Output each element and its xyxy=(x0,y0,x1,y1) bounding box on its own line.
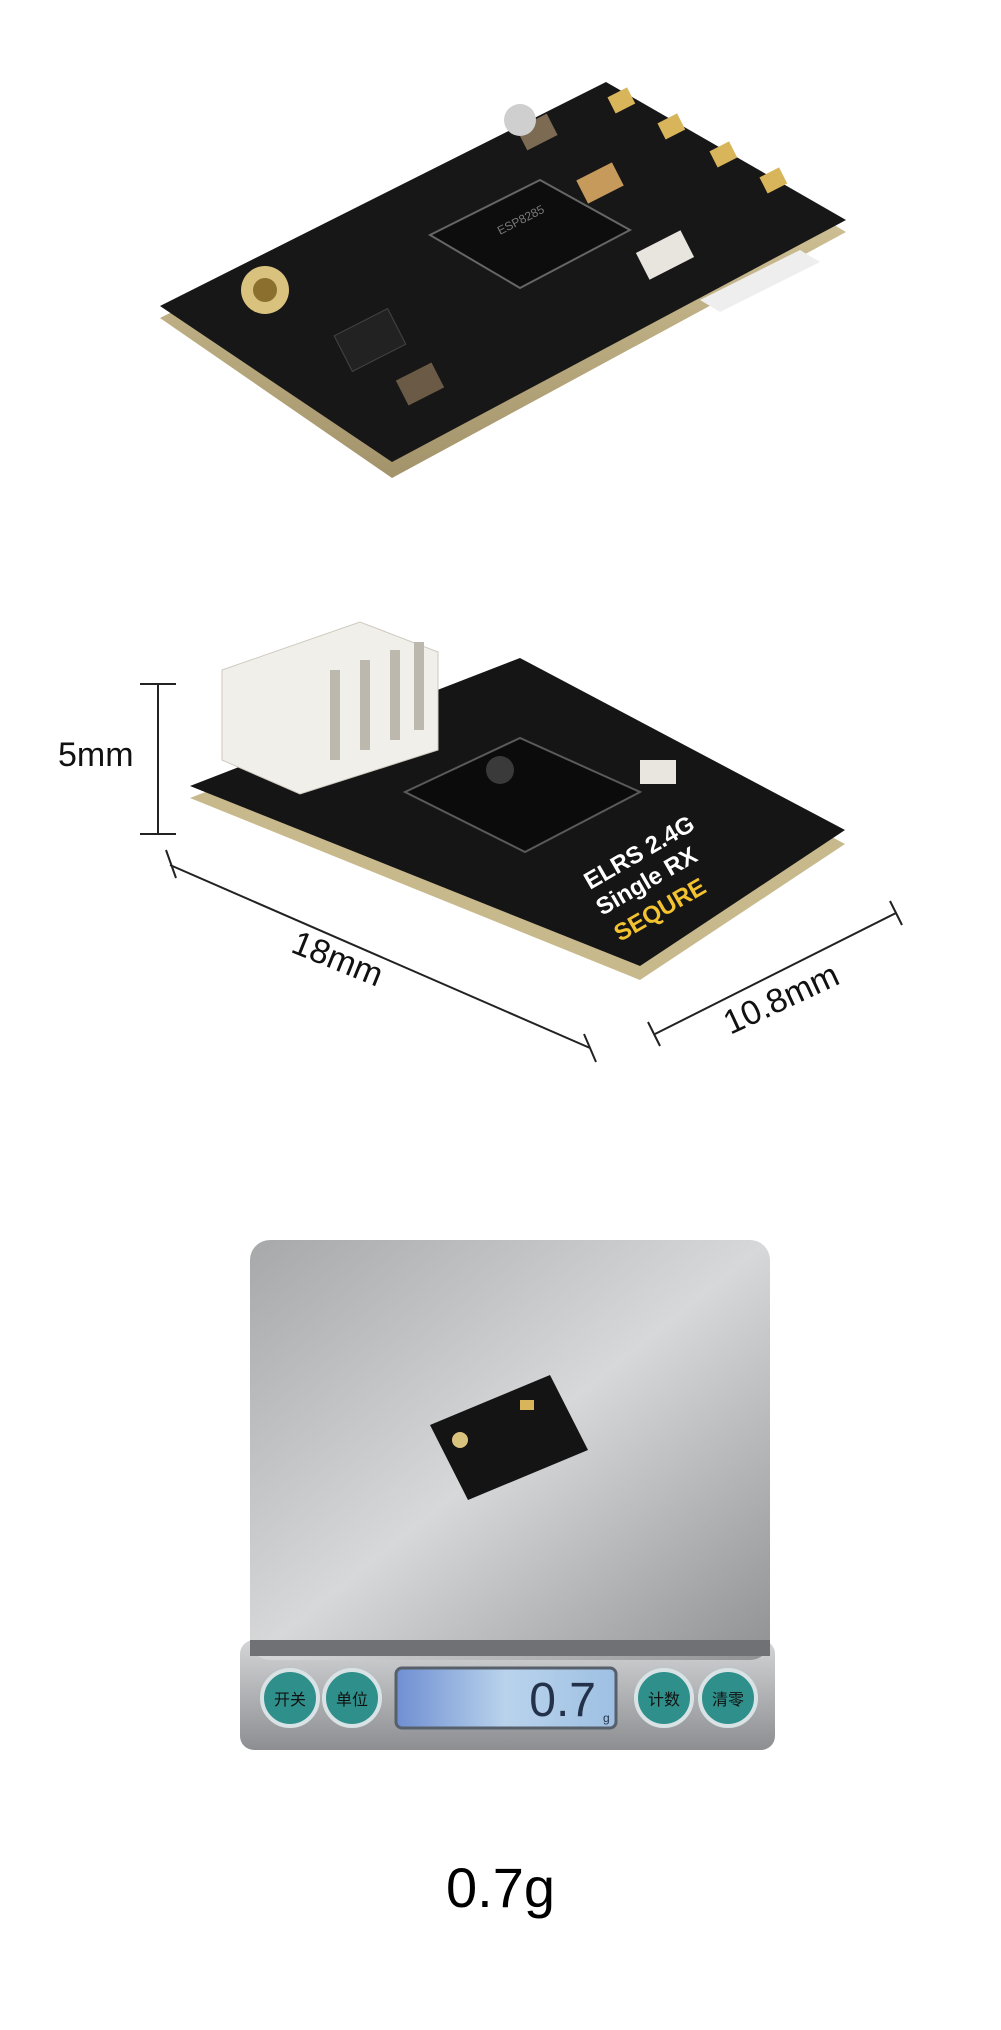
product-photo-top: ESP8285 xyxy=(0,0,1001,560)
product-photo-scale: 开关 单位 计数 清零 0.7 g xyxy=(0,1120,1001,1840)
height-dimension-line xyxy=(140,683,176,835)
scale-button-power xyxy=(260,1668,320,1728)
scale-button-unit-label: 单位 xyxy=(336,1691,368,1709)
scale-button-tare-label: 清零 xyxy=(712,1691,744,1709)
length-dimension-line xyxy=(165,849,597,1063)
receiver-board-top-image: ESP8285 xyxy=(160,82,846,478)
height-dimension-label: 5mm xyxy=(58,736,134,774)
scale-button-count-label: 计数 xyxy=(648,1691,680,1709)
weighing-scale-image: 开关 单位 计数 清零 0.7 g xyxy=(240,1240,775,1750)
scale-display-value: 0.7 xyxy=(529,1674,596,1727)
weight-caption: 0.7g xyxy=(446,1856,555,1919)
scale-display-unit: g xyxy=(603,1711,610,1725)
scale-button-tare xyxy=(698,1668,758,1728)
scale-lcd-display xyxy=(394,1666,618,1730)
product-photo-dimensions: ELRS 2.4G Single RX SEQURE 5mm 18mm 10.8… xyxy=(0,560,1001,1120)
scale-button-power-label: 开关 xyxy=(274,1691,306,1709)
scale-button-unit xyxy=(322,1668,382,1728)
receiver-board-dimension-image: ELRS 2.4G Single RX SEQURE xyxy=(140,621,903,1063)
width-dimension-line xyxy=(647,900,903,1047)
scale-button-count xyxy=(634,1668,694,1728)
